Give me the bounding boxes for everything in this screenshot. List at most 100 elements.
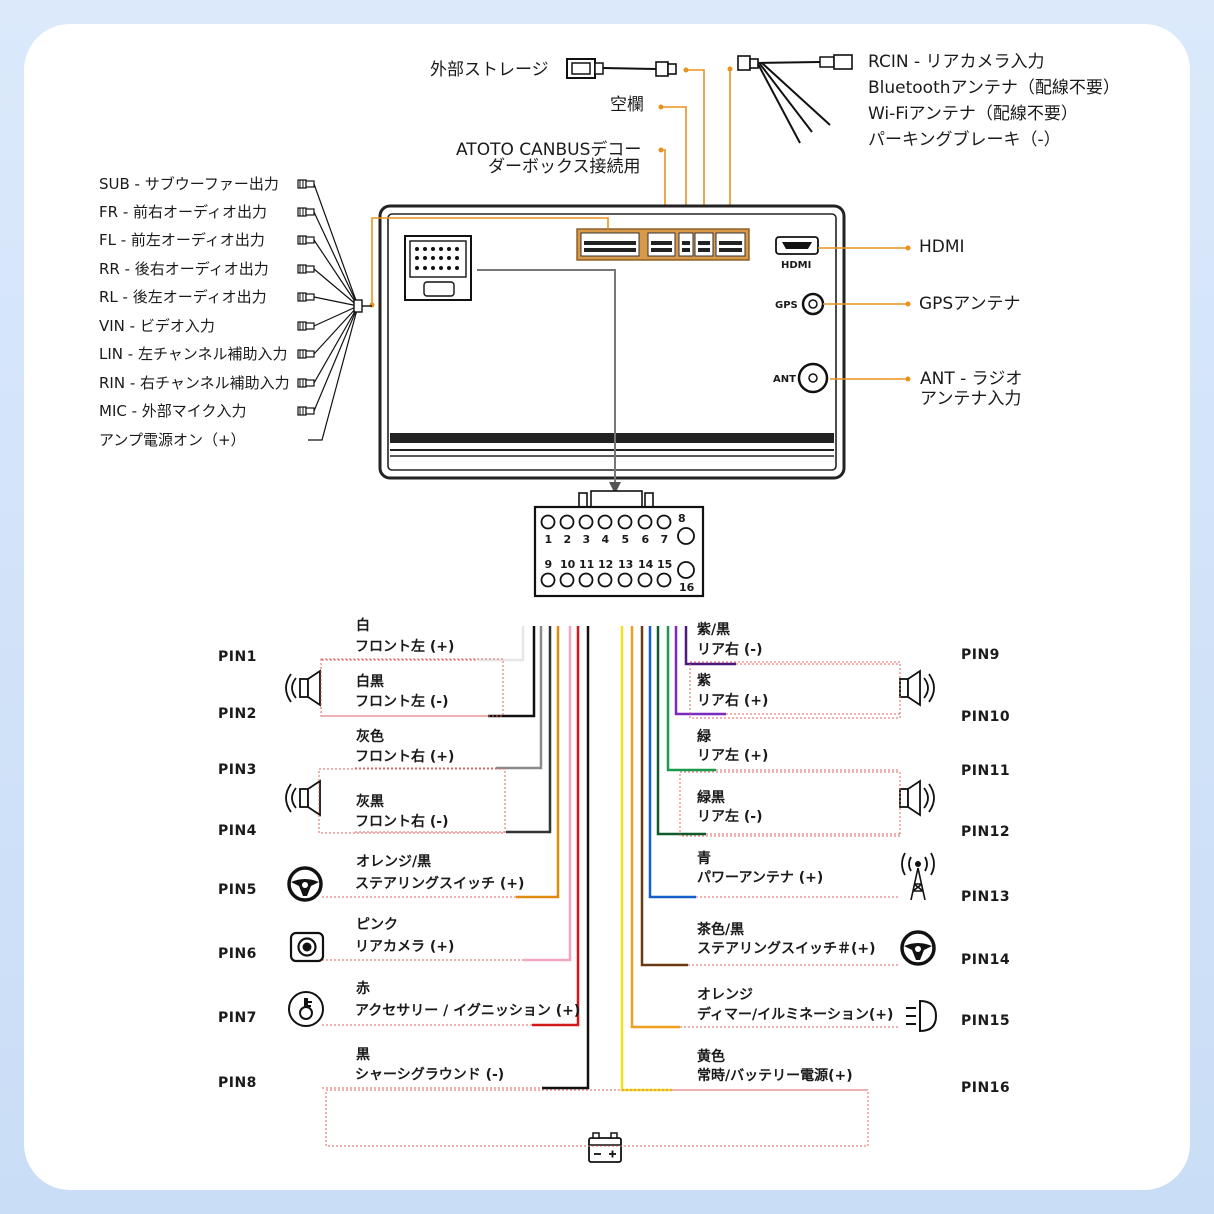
rca-plug-icon: [297, 349, 315, 359]
speaker-icon: [285, 780, 321, 816]
pin-hole: [617, 514, 633, 530]
pin-number: 13: [618, 558, 633, 571]
pin-label: PIN9: [961, 647, 1000, 663]
wire-function-label: アクセサリー / イグニッション (+): [355, 1002, 580, 1019]
rca-plug-icon: [297, 235, 315, 245]
wifi-label: Wi-Fiアンテナ（配線不要）: [868, 104, 1078, 124]
blank-label: 空欄: [610, 95, 644, 115]
wire: [656, 626, 706, 836]
rca-hub: [353, 299, 363, 313]
main-harness-socket: [404, 235, 472, 301]
usb-storage-icon: [566, 58, 677, 79]
rca-plug-icon: [297, 292, 315, 302]
pin-number: 3: [583, 533, 591, 546]
rca-plug-icon: [297, 264, 315, 274]
svg-text:GPS: GPS: [775, 300, 798, 311]
wire-function-label: リア左 (+): [697, 747, 768, 764]
wire-color-label: 赤: [356, 981, 370, 997]
rca-plug-icon: [297, 179, 315, 189]
wire: [532, 626, 580, 1027]
rca-label: FL - 前左オーディオ出力: [99, 231, 265, 249]
pin-hole: [637, 572, 653, 588]
pin-number: 14: [638, 558, 654, 571]
pin-label: PIN14: [961, 952, 1010, 968]
wire-color-label: 白黒: [356, 673, 384, 690]
wire-color-label: 青: [697, 850, 711, 867]
wire: [640, 626, 688, 967]
wire-color-label: 茶色/黒: [696, 921, 744, 938]
speaker-icon: [899, 670, 935, 706]
wire-function-label: ディマー/イルミネーション(+): [697, 1006, 893, 1023]
rca-label: VIN - ビデオ入力: [99, 317, 215, 335]
rca-label: SUB - サブウーファー出力: [99, 175, 279, 193]
pin-label: PIN6: [218, 946, 257, 962]
pin-hole: [597, 572, 613, 588]
svg-text:HDMI: HDMI: [781, 260, 811, 271]
pin-number: 12: [598, 558, 613, 571]
wire-color-label: ピンク: [356, 917, 398, 933]
wire: [648, 626, 696, 899]
rca-plug-icon: [297, 207, 315, 217]
bt-label: Bluetoothアンテナ（配線不要）: [868, 78, 1120, 98]
wire: [620, 626, 672, 1092]
pin-hole: [597, 514, 613, 530]
wire: [488, 626, 536, 718]
rca-plug-icon: [297, 406, 315, 416]
parking-label: パーキングブレーキ（-）: [868, 129, 1061, 150]
wire-color-label: 紫/黒: [697, 621, 730, 638]
battery-icon: [588, 1132, 622, 1163]
rca-label: RR - 後右オーディオ出力: [99, 260, 269, 278]
wire: [516, 626, 560, 899]
pin-hole: [677, 527, 695, 545]
wire-function-label: リア右 (-): [697, 641, 762, 658]
rca-label: RL - 後左オーディオ出力: [99, 288, 267, 306]
top-connector-group: 外部ストレージ 空欄 ATOTO CANBUSデコー ダーボックス接続用 RCI…: [430, 52, 1120, 232]
pin-label: PIN4: [218, 823, 257, 839]
pin-hole: [677, 561, 695, 579]
wire-color-label: 灰黒: [356, 793, 384, 810]
ant-label-line2: アンテナ入力: [920, 389, 1021, 409]
wire: [496, 626, 543, 770]
rca-label: MIC - 外部マイク入力: [99, 402, 247, 420]
hdmi-label: HDMI: [919, 237, 965, 257]
camera-icon: [289, 931, 325, 963]
pin-number: 1: [545, 533, 553, 546]
pin-number: 16: [679, 581, 695, 594]
wire: [542, 626, 590, 1090]
wire-function-label: リア左 (-): [697, 808, 762, 825]
pin-label: PIN3: [218, 762, 257, 778]
wire-color-label: オレンジ: [697, 987, 753, 1003]
wire-function-label: リアカメラ (+): [355, 939, 454, 955]
pin-number: 9: [545, 558, 553, 571]
wire-function-label: シャーシグラウンド (-): [355, 1066, 504, 1083]
pin-number: 6: [642, 533, 650, 546]
pin-label: PIN11: [961, 763, 1010, 779]
pin-number: 5: [622, 533, 630, 546]
pin-label: PIN7: [218, 1010, 257, 1026]
rca-label: アンプ電源オン（+）: [99, 431, 246, 449]
wire: [506, 626, 552, 834]
wire-function-label: リア右 (+): [697, 692, 768, 709]
pin-label: PIN13: [961, 889, 1010, 905]
wire-function-label: フロント右 (-): [355, 813, 448, 830]
canbus-label-line2: ダーボックス接続用: [488, 157, 641, 177]
storage-label: 外部ストレージ: [430, 60, 549, 80]
wire-function-label: フロント左 (-): [355, 693, 448, 710]
svg-text:ANT: ANT: [773, 374, 796, 385]
pin-number: 10: [560, 558, 576, 571]
wire: [684, 626, 736, 666]
pin-label: PIN16: [961, 1080, 1010, 1096]
wire-function-label: フロント右 (+): [355, 748, 454, 765]
hdmi-port: HDMI: [775, 236, 819, 271]
pin-number: 8: [678, 512, 686, 525]
canbus-label-line1: ATOTO CANBUSデコー: [456, 139, 641, 160]
rca-label: RIN - 右チャンネル補助入力: [99, 374, 290, 392]
pin-hole: [617, 572, 633, 588]
wire-function-label: パワーアンテナ (+): [697, 870, 823, 886]
pin-number: 4: [602, 533, 610, 546]
rcin-label: RCIN - リアカメラ入力: [868, 52, 1045, 72]
